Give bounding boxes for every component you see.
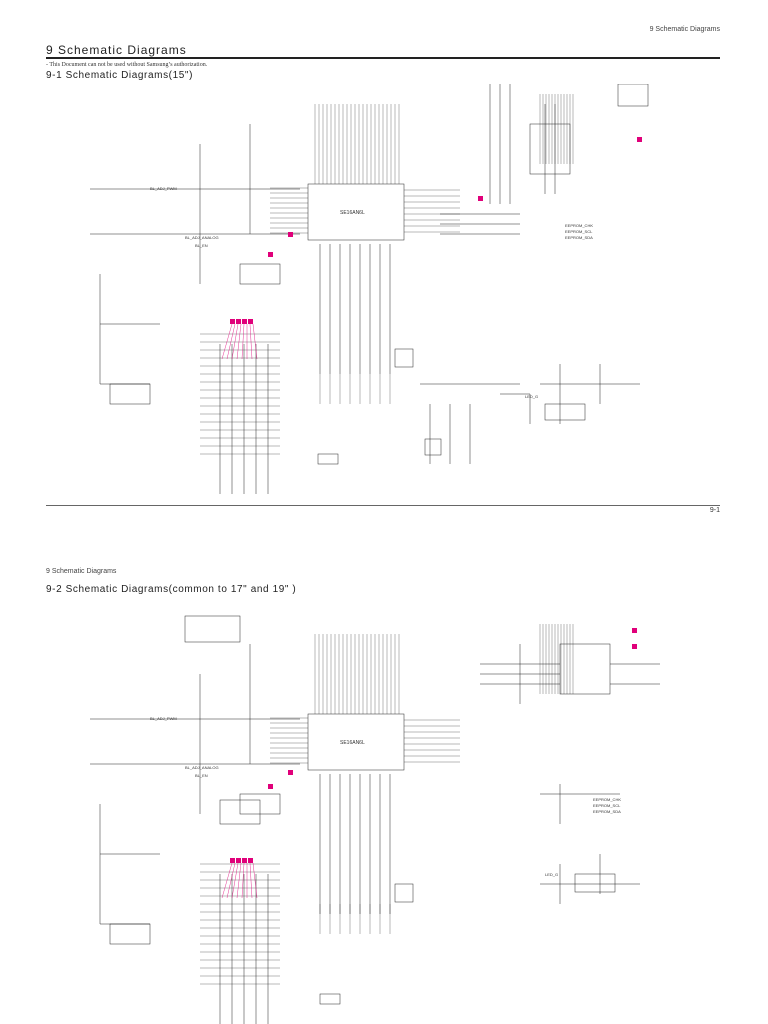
signal-label: EEPROM_CHK [565, 223, 593, 228]
highlight-wire [226, 862, 236, 899]
signal-label: BL_ADJ_ANALOG [185, 235, 219, 240]
marker-box [236, 319, 241, 324]
signal-label: LED_G [525, 394, 538, 399]
section-title: 9 Schematic Diagrams [46, 43, 187, 57]
subsection-title-15: 9-1 Schematic Diagrams(15") [46, 70, 194, 81]
ic-label: SE16AN6L [340, 210, 365, 216]
marker-box [632, 628, 637, 633]
page-bottom-rule [46, 505, 720, 506]
marker-box [242, 858, 247, 863]
signal-label: BL_EN [195, 243, 208, 248]
signal-label: BL_ADJ_PWM [150, 716, 177, 721]
ic-label: SE16AN6L [340, 740, 365, 746]
signal-label: BL_ADJ_ANALOG [185, 765, 219, 770]
marker-box [230, 858, 235, 863]
marker-box [236, 858, 241, 863]
marker-box [478, 196, 483, 201]
running-header-page2: 9 Schematic Diagrams [46, 568, 117, 575]
highlight-wire [221, 862, 233, 899]
highlight-wire [241, 862, 245, 899]
signal-label: BL_ADJ_PWM [150, 186, 177, 191]
signal-label: EEPROM_SCL [565, 229, 593, 234]
marker-box [288, 770, 293, 775]
highlight-wire [241, 323, 245, 360]
highlight-wire [236, 862, 242, 899]
highlight-wire [252, 323, 258, 360]
signal-label: EEPROM_CHK [593, 797, 621, 802]
signal-label: EEPROM_SDA [565, 235, 593, 240]
signal-label: LED_G [545, 872, 558, 877]
marker-box [242, 319, 247, 324]
highlight-wire [221, 323, 233, 360]
highlight-wire [231, 862, 239, 899]
signal-label: BL_EN [195, 773, 208, 778]
title-rule [46, 57, 720, 59]
page-number: 9-1 [709, 507, 720, 514]
marker-box [248, 858, 253, 863]
schematic-diagram-15: SE16AN6L BL_ADJ_PWM BL_ADJ_ANALOG BL_EN … [90, 84, 649, 494]
marker-box [248, 319, 253, 324]
marker-box [268, 252, 273, 257]
running-header: 9 Schematic Diagrams [649, 26, 720, 33]
marker-box [230, 319, 235, 324]
signal-label: EEPROM_SDA [593, 809, 621, 814]
marker-box [632, 644, 637, 649]
highlight-wire [249, 862, 253, 899]
marker-box [268, 784, 273, 789]
highlight-wire [249, 323, 253, 360]
highlight-wire [226, 323, 236, 360]
highlight-wire [252, 862, 258, 899]
marker-box [637, 137, 642, 142]
subsection-title-17-19: 9-2 Schematic Diagrams(common to 17" and… [46, 584, 297, 595]
authorization-notice: - This Document can not be used without … [46, 62, 208, 68]
schematic-diagram-17-19: SE16AN6L BL_ADJ_PWM BL_ADJ_ANALOG BL_EN … [90, 615, 660, 1024]
signal-label: EEPROM_SCL [593, 803, 621, 808]
marker-box [288, 232, 293, 237]
highlight-wire [236, 323, 242, 360]
highlight-wire [231, 323, 239, 360]
